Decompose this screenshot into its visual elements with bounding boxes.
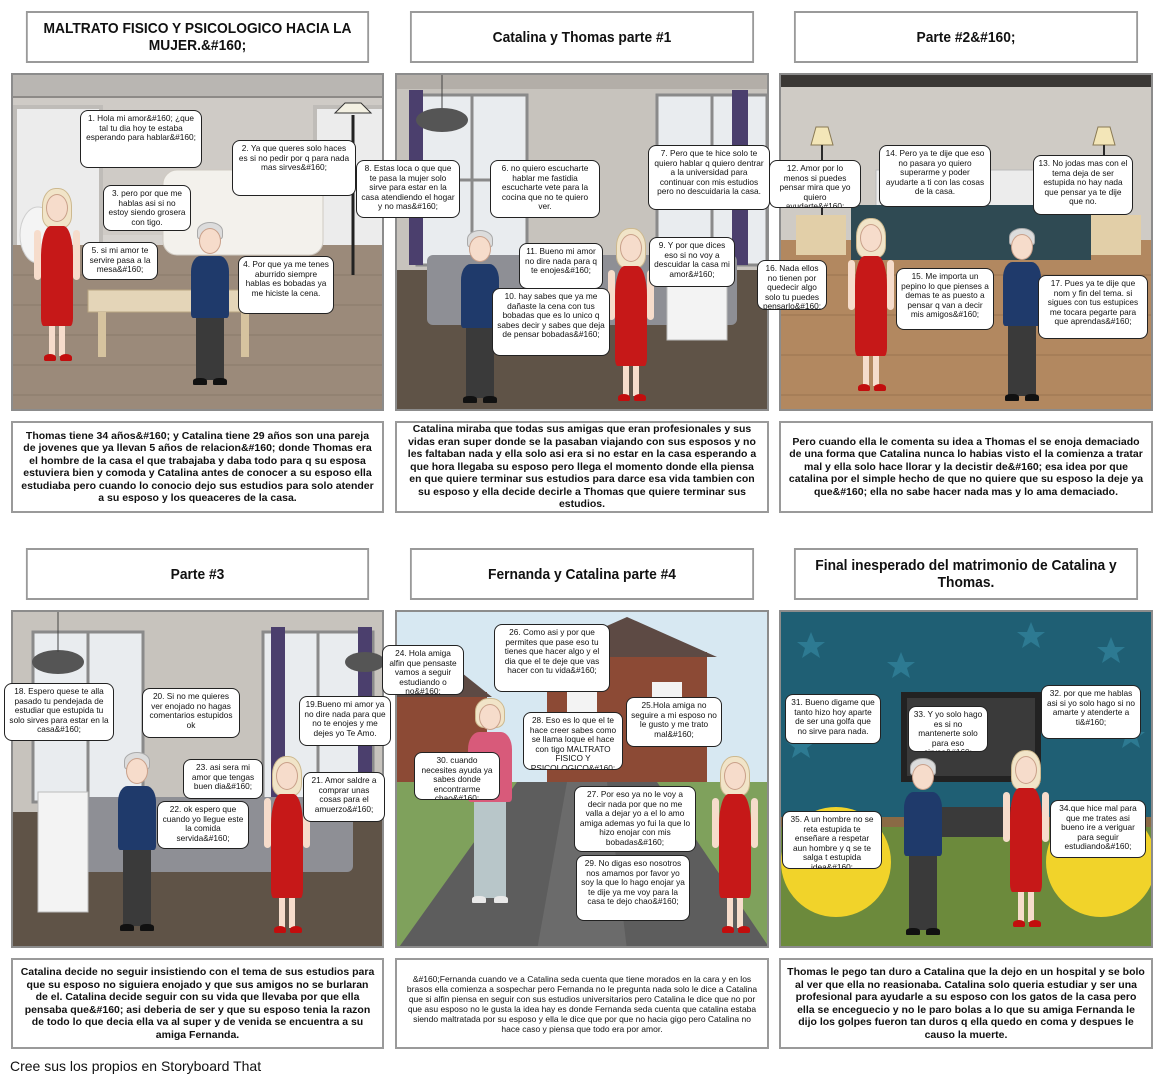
thomas-figure <box>185 222 235 392</box>
speech-bubble-20: 20. Si no me quieres ver enojado no haga… <box>142 688 240 738</box>
speech-bubble-14: 14. Pero ya te dije que eso no pasara yo… <box>879 145 991 207</box>
speech-bubble-28: 28. Eso es lo que el te hace creer sabes… <box>523 712 623 770</box>
catalina-figure <box>32 188 82 368</box>
speech-bubble-3: 3. pero por que me hablas asi si no esto… <box>103 185 191 231</box>
speech-bubble-25: 25.Hola amiga no seguire a mi esposo no … <box>626 697 722 747</box>
panel-title-4: Parte #3 <box>25 548 370 600</box>
speech-bubble-17: 17. Pues ya te dije que nom y fin del te… <box>1038 275 1148 339</box>
speech-bubble-12: 12. Amor por lo menos si puedes pensar m… <box>769 160 861 208</box>
scene-panel-6 <box>779 610 1153 948</box>
panel-title-3: Parte #2&#160; <box>793 11 1139 63</box>
speech-bubble-15: 15. Me importa un pepino lo que pienses … <box>896 268 994 330</box>
catalina-figure-4 <box>262 756 312 941</box>
speech-bubble-35: 35. A un hombre no se reta estupida te e… <box>782 811 882 869</box>
speech-bubble-8: 8. Estas loca o que que te pasa la mujer… <box>356 160 460 218</box>
panel-title-6: Final inesperado del matrimonio de Catal… <box>793 548 1139 600</box>
speech-bubble-10: 10. hay sabes que ya me dañaste la cena … <box>492 288 610 356</box>
living-room-background <box>13 75 382 409</box>
catalina-figure-6 <box>1001 750 1051 935</box>
scene-panel-3 <box>779 73 1153 411</box>
panel-caption-3: Pero cuando ella le comenta su idea a Th… <box>779 421 1153 513</box>
speech-bubble-13: 13. No jodas mas con el tema deja de ser… <box>1033 155 1133 215</box>
thomas-figure-3 <box>997 228 1047 408</box>
speech-bubble-6: 6. no quiero escucharte hablar me fastid… <box>490 160 600 218</box>
speech-bubble-19: 19.Bueno mi amor ya no dire nada para qu… <box>299 696 391 746</box>
storyboard-footer-link[interactable]: Cree sus los propios en Storyboard That <box>10 1058 262 1074</box>
speech-bubble-5: 5. si mi amor te servire pasa a la mesa&… <box>82 242 158 280</box>
speech-bubble-18: 18. Espero quese te alla pasado tu pende… <box>4 683 114 741</box>
speech-bubble-16: 16. Nada ellos no tienen por quedecir al… <box>757 260 827 310</box>
speech-bubble-33: 33. Y yo solo hago es si no mantenerte s… <box>908 706 988 752</box>
panel-caption-1: Thomas tiene 34 años&#160; y Catalina ti… <box>11 421 384 513</box>
speech-bubble-21: 21. Amor saldre a comprar unas cosas par… <box>303 772 385 822</box>
speech-bubble-27: 27. Por eso ya no le voy a decir nada po… <box>574 786 696 852</box>
speech-bubble-34: 34.que hice mal para que me trates asi b… <box>1050 800 1146 858</box>
panel-caption-6: Thomas le pego tan duro a Catalina que l… <box>779 958 1153 1049</box>
speech-bubble-31: 31. Bueno digame que tanto hizo hoy apar… <box>785 694 881 744</box>
speech-bubble-1: 1. Hola mi amor&#160; ¿que tal tu dia ho… <box>80 110 202 168</box>
bedroom-background <box>781 75 1151 409</box>
speech-bubble-32: 32. por que me hablas asi si yo solo hag… <box>1041 685 1141 739</box>
tv-room-background <box>781 612 1151 946</box>
speech-bubble-29: 29. No digas eso nosotros nos amamos por… <box>576 855 690 921</box>
panel-title-2: Catalina y Thomas parte #1 <box>409 11 755 63</box>
scene-panel-1 <box>11 73 384 411</box>
speech-bubble-2: 2. Ya que queres solo haces es si no ped… <box>232 140 356 196</box>
speech-bubble-23: 23. asi sera mi amor que tengas buen dia… <box>183 759 263 799</box>
panel-caption-2: Catalina miraba que todas sus amigas que… <box>395 421 769 513</box>
speech-bubble-26: 26. Como asi y por que permites que pase… <box>494 624 610 692</box>
catalina-figure-5 <box>710 756 760 941</box>
speech-bubble-24: 24. Hola amiga alfin que pensaste vamos … <box>382 645 464 695</box>
catalina-figure-3 <box>846 218 896 398</box>
catalina-figure-2 <box>606 228 656 408</box>
speech-bubble-22: 22. ok espero que cuando yo llegue este … <box>157 801 249 849</box>
panel-title-1: MALTRATO FISICO Y PSICOLOGICO HACIA LA M… <box>25 11 370 63</box>
speech-bubble-4: 4. Por que ya me tenes aburrido siempre … <box>238 256 334 314</box>
speech-bubble-11: 11. Bueno mi amor no dire nada para q te… <box>519 243 603 289</box>
panel-caption-4: Catalina decide no seguir insistiendo co… <box>11 958 384 1049</box>
speech-bubble-9: 9. Y por que dices eso si no voy a descu… <box>649 237 735 287</box>
thomas-figure-4 <box>112 752 162 942</box>
speech-bubble-30: 30. cuando necesites ayuda ya sabes dond… <box>414 752 500 800</box>
thomas-figure-6 <box>898 758 948 943</box>
panel-title-5: Fernanda y Catalina parte #4 <box>409 548 755 600</box>
speech-bubble-7: 7. Pero que te hice solo te quiero habla… <box>648 145 770 210</box>
fernanda-figure <box>462 698 518 938</box>
panel-caption-5: &#160;Fernanda cuando ve a Catalina seda… <box>395 958 769 1049</box>
